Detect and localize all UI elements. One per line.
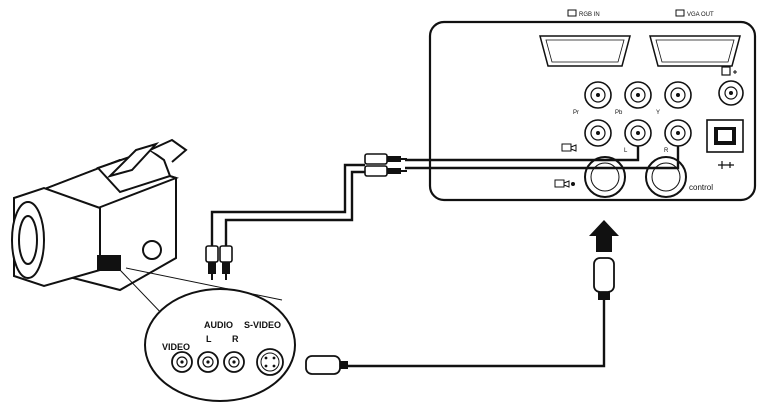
audio-l-out-jack <box>197 351 219 373</box>
audio-r-label: R <box>664 148 669 154</box>
audio-l-label: L <box>624 148 628 154</box>
pr-label: Pr <box>573 110 579 116</box>
component-pr-jack <box>584 81 612 109</box>
s-video-in-icon <box>554 179 575 188</box>
vga-out-icon <box>675 9 685 17</box>
audio-in-r-jack <box>664 119 692 147</box>
usb-icon <box>718 161 734 169</box>
arrow-up-icon <box>589 220 619 252</box>
pb-label: Pb <box>615 110 623 116</box>
rca-plug-pair-left <box>205 245 233 280</box>
s-video-cable <box>348 300 606 368</box>
component-y-jack <box>664 81 692 109</box>
camcorder <box>11 138 188 292</box>
control-label: control <box>689 183 713 192</box>
rca-plug-pair-right <box>364 153 407 177</box>
rca-audio-cable <box>210 146 680 246</box>
component-pb-jack <box>624 81 652 109</box>
audio-r-out-jack <box>223 351 245 373</box>
s-video-out-jack <box>256 348 284 376</box>
audio-in-l-jack <box>624 119 652 147</box>
usb-port <box>706 119 744 153</box>
s-video-plug-projector <box>593 257 615 300</box>
s-video-in-port <box>584 156 626 198</box>
s-video-plug-camcorder <box>305 355 348 375</box>
video-jack-label: VIDEO <box>162 342 190 352</box>
vga-out-port <box>649 35 741 67</box>
camcorder-jacks-callout: AUDIO S-VIDEO VIDEO L R <box>144 288 296 402</box>
audio-r-jack-label: R <box>232 334 239 344</box>
y-label: Y <box>656 110 660 116</box>
rgb-in-label: RGB IN <box>579 12 600 18</box>
control-port <box>645 156 687 198</box>
audio-l-jack-label: L <box>206 334 212 344</box>
rgb-in-icon <box>567 9 577 17</box>
s-video-jack-label: S-VIDEO <box>244 320 281 330</box>
video-in-icon <box>561 143 577 152</box>
audio-out-jack <box>718 80 744 106</box>
audio-jack-label: AUDIO <box>204 320 233 330</box>
speaker-icon <box>721 66 737 76</box>
video-in-jack <box>584 119 612 147</box>
rgb-in-port <box>539 35 631 67</box>
projector-rear-panel: RGB IN VGA OUT Pr Pb Y <box>428 9 757 202</box>
vga-out-label: VGA OUT <box>687 12 714 18</box>
video-out-jack <box>171 351 193 373</box>
